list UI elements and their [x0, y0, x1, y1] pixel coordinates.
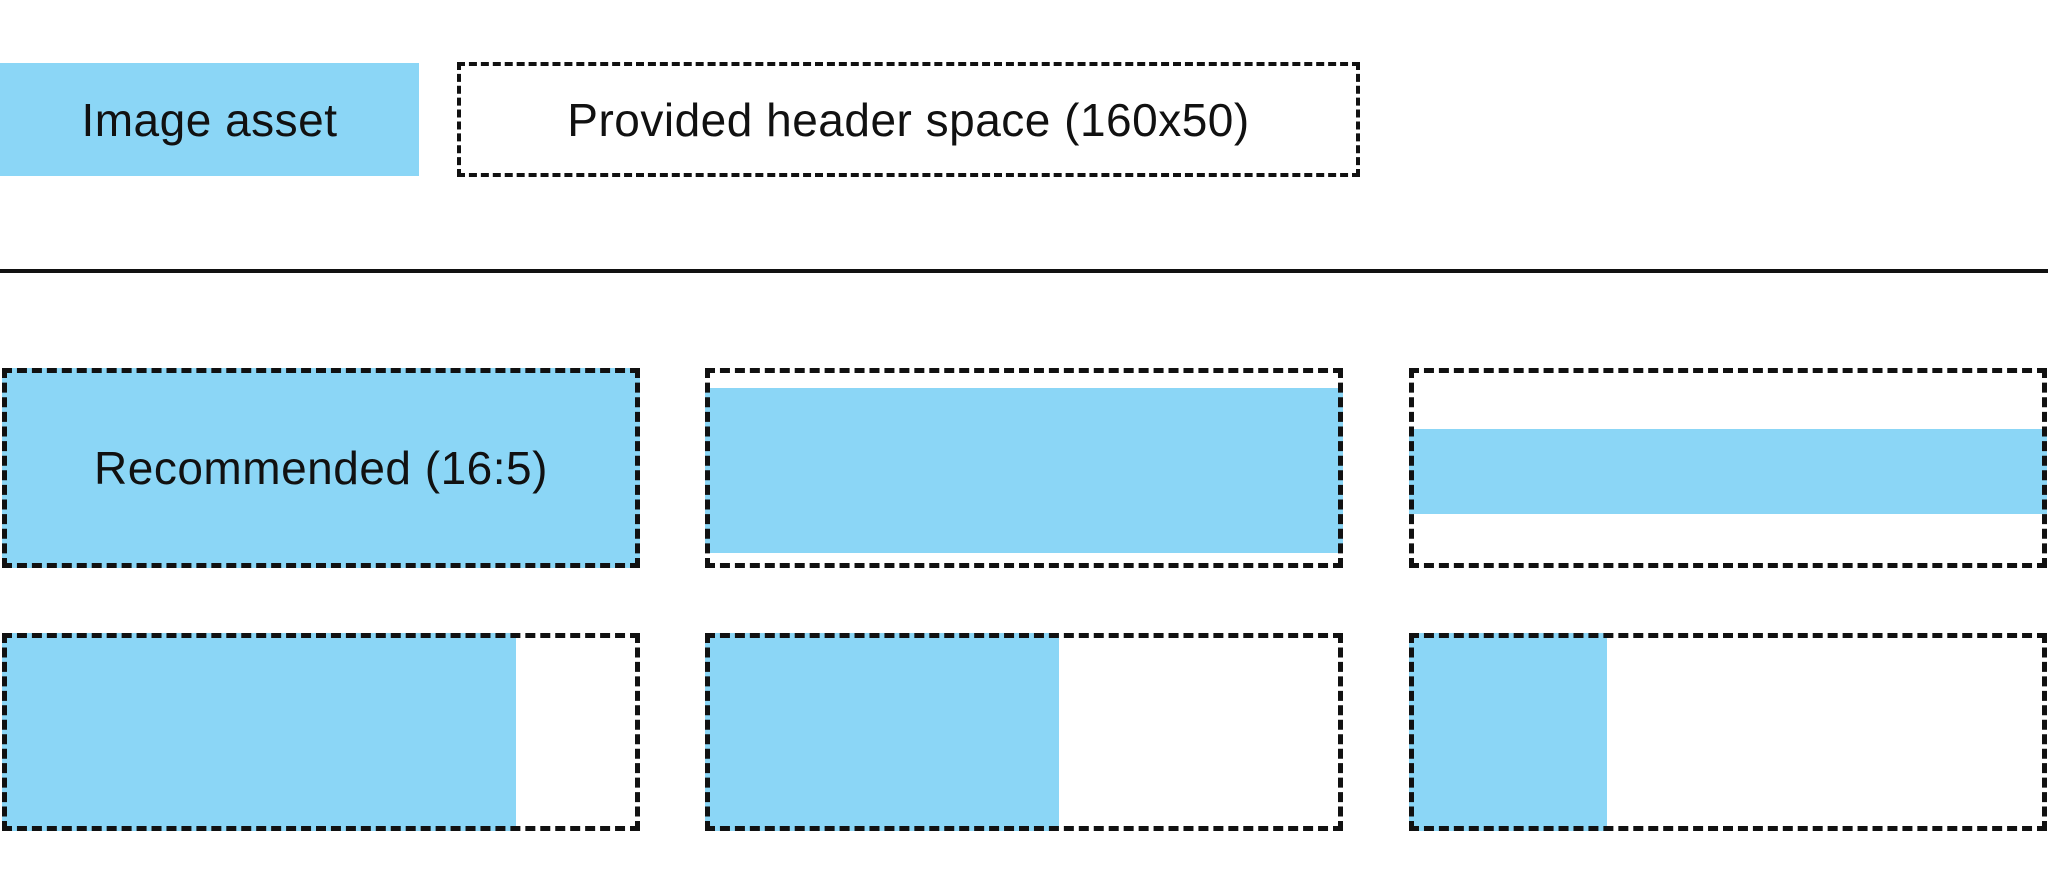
image-asset-fill-short — [705, 388, 1343, 553]
legend-image-asset-label: Image asset — [81, 93, 338, 146]
image-asset-fill-strip — [1409, 429, 2047, 514]
recommended-label-layer: Recommended (16:5) — [2, 368, 640, 568]
legend-image-asset-swatch: Image asset — [0, 63, 419, 176]
demo-box-width-80 — [2, 633, 640, 831]
image-asset-fill-55 — [705, 633, 1060, 831]
demo-box-full-width-short — [705, 368, 1343, 568]
section-divider — [0, 269, 2048, 273]
image-asset-fill-80 — [2, 633, 516, 831]
recommended-label: Recommended (16:5) — [94, 442, 548, 494]
image-asset-fill-31 — [1409, 633, 1607, 831]
demo-box-recommended: Recommended (16:5) — [2, 368, 640, 568]
legend-header-space-label: Provided header space (160x50) — [567, 93, 1250, 146]
demo-box-width-55 — [705, 633, 1343, 831]
demo-box-width-31 — [1409, 633, 2047, 831]
demo-box-banner-strip — [1409, 368, 2047, 568]
legend-header-space-box: Provided header space (160x50) — [457, 62, 1360, 177]
image-asset-fill-full — [2, 368, 640, 568]
